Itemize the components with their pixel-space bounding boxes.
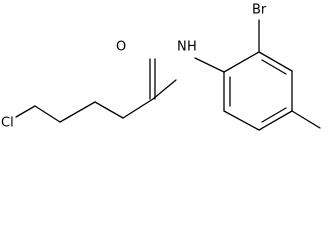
ring-inner-bond-a xyxy=(261,59,287,75)
bond-ring-methyl xyxy=(291,110,321,129)
bond-n-ring xyxy=(194,57,225,73)
ring-bond-c1-c2 xyxy=(223,51,260,73)
ring-bond-c4-c5 xyxy=(258,110,293,131)
bond-c1-n xyxy=(152,79,177,100)
chlorine-label: Cl xyxy=(1,116,14,131)
chemical-structure: Br N H O Cl xyxy=(1,3,321,131)
ring-bond-c5-c6 xyxy=(223,110,260,131)
structure-canvas: Br N H O Cl xyxy=(1,3,321,131)
bond-c3-c2 xyxy=(94,101,124,119)
ring-inner-bond-b xyxy=(261,107,287,123)
bond-cl-c5 xyxy=(15,105,36,118)
amide-hydrogen-label: H xyxy=(187,40,197,55)
bond-c4-c3 xyxy=(59,101,96,123)
bond-c2-c1 xyxy=(122,98,154,119)
pentanoyl-chain xyxy=(15,58,177,123)
amide-nitrogen-label: N xyxy=(177,40,187,55)
ring-bond-c2-c3 xyxy=(258,51,293,72)
bromine-label: Br xyxy=(252,3,267,18)
bond-c5-c4 xyxy=(34,105,61,123)
carbonyl-oxygen-label: O xyxy=(116,40,126,55)
benzene-ring xyxy=(223,51,293,131)
